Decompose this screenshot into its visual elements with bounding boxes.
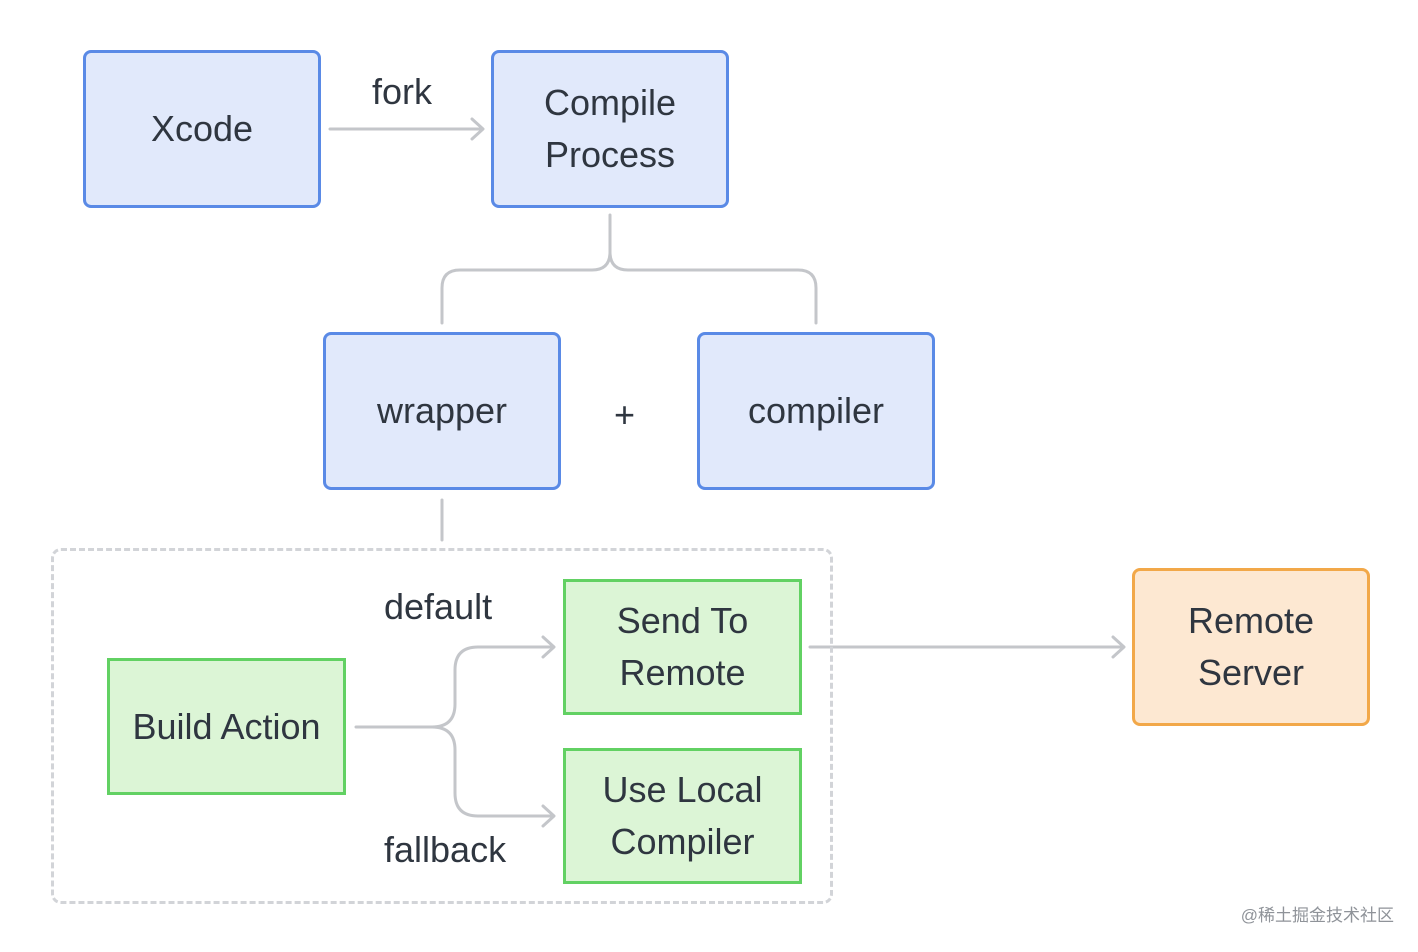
arrowhead-fork [470, 117, 485, 141]
node-build-action: Build Action [107, 658, 346, 795]
edge-label-fallback: fallback [384, 829, 507, 870]
node-send-to-remote: Send To Remote [563, 579, 802, 715]
edge-build-default [354, 645, 555, 729]
node-remote-server: Remote Server [1132, 568, 1370, 726]
arrowhead-remote-server [1111, 635, 1126, 659]
node-wrapper: wrapper [323, 332, 561, 490]
node-compile-process: Compile Process [491, 50, 729, 208]
node-compiler: compiler [697, 332, 935, 490]
edge-label-fork: fork [372, 71, 433, 112]
edge-split-right [608, 250, 818, 325]
edge-split [440, 213, 612, 325]
node-xcode: Xcode [83, 50, 321, 208]
edge-build-fallback [430, 725, 555, 818]
arrowhead-default [541, 635, 556, 659]
watermark: @稀土掘金技术社区 [1240, 906, 1394, 925]
wrapper-group-box [51, 548, 833, 904]
edge-label-default: default [384, 586, 493, 627]
arrowhead-fallback [541, 804, 556, 828]
node-use-local-compiler: Use Local Compiler [563, 748, 802, 884]
plus-sign: + [614, 394, 636, 435]
